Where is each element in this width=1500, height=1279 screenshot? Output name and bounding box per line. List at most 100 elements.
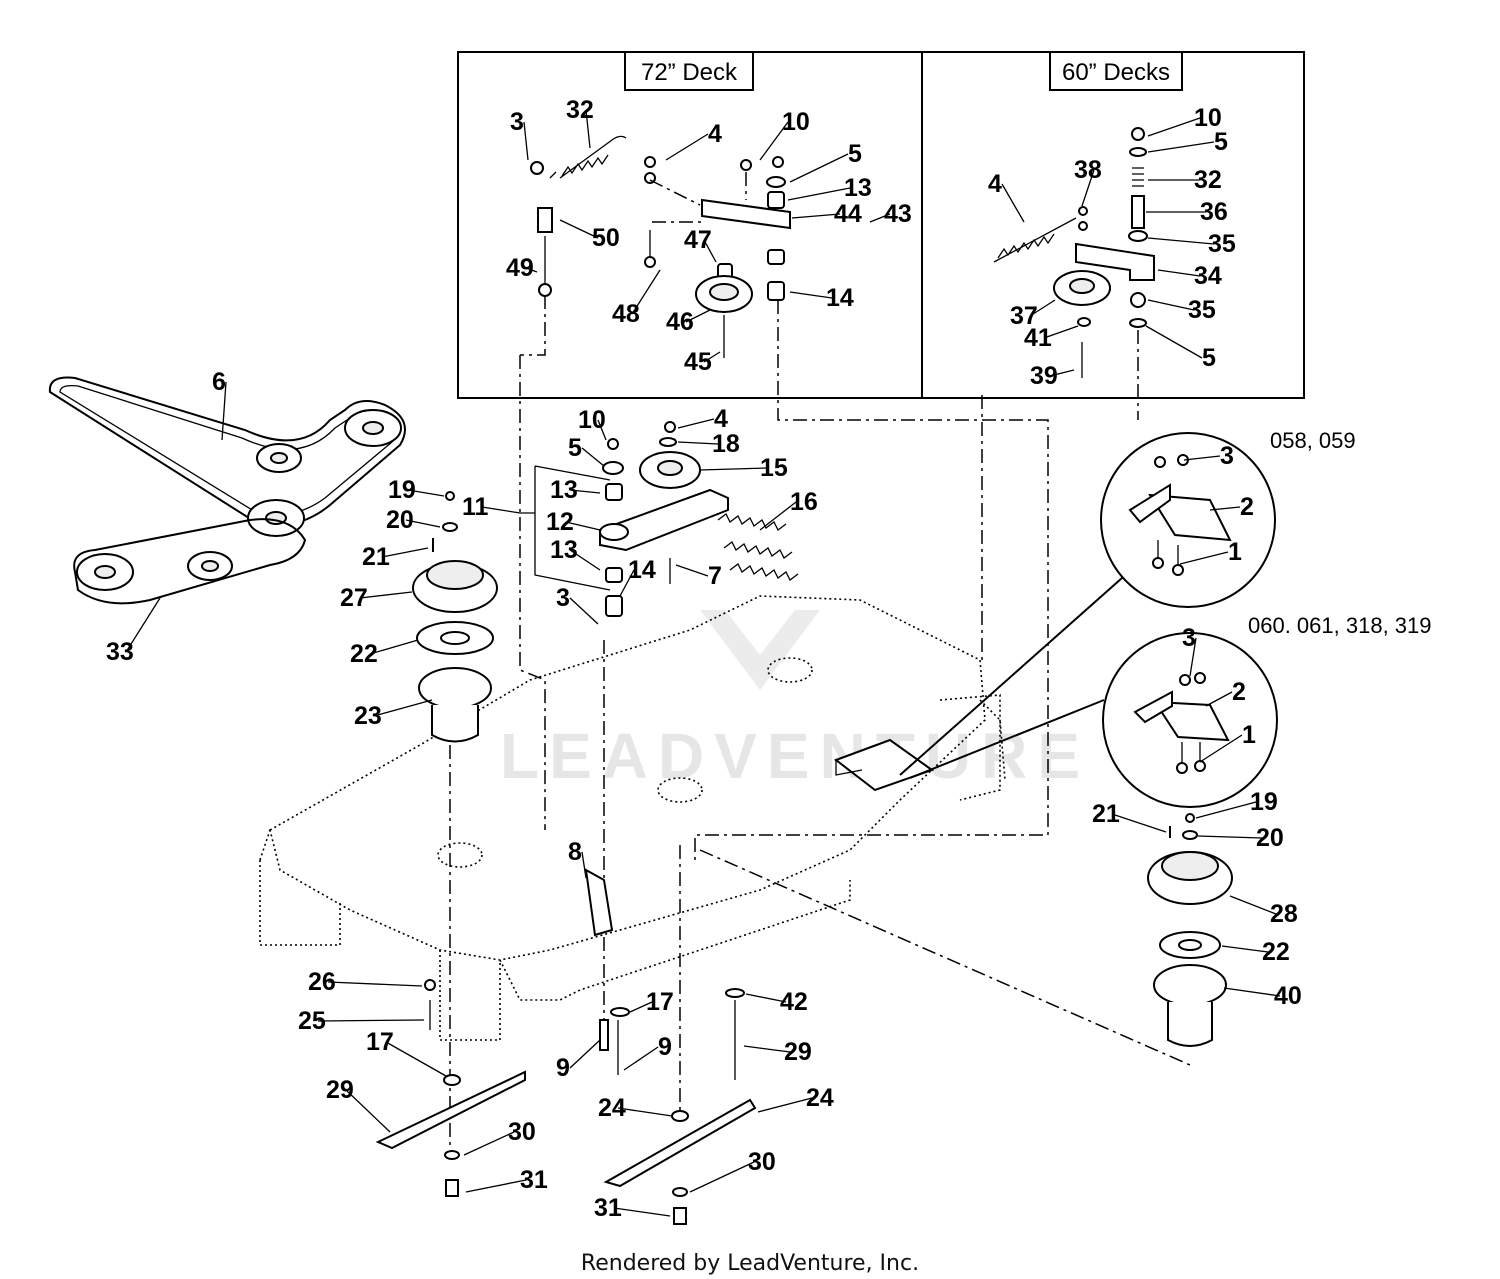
callout-12: 12 <box>546 508 574 536</box>
callout-leader <box>565 521 601 531</box>
callout-45: 45 <box>684 348 712 376</box>
callout-leader <box>1049 369 1075 377</box>
callout-36: 36 <box>1200 198 1228 226</box>
callout-5: 5 <box>1202 344 1216 372</box>
callout-leader <box>221 381 227 441</box>
callout-5: 5 <box>1214 128 1228 156</box>
callout-32: 32 <box>566 96 594 124</box>
callout-leader <box>699 467 767 471</box>
callout-leader <box>317 1019 425 1022</box>
callout-leader <box>1223 987 1281 997</box>
callout-21: 21 <box>362 543 390 571</box>
callout-leader <box>523 121 529 161</box>
inset-72-title: 72” Deck <box>641 59 738 86</box>
detail-b-label: 060. 061, 318, 319 <box>1248 613 1432 638</box>
callout-13: 13 <box>844 174 872 202</box>
callout-4: 4 <box>988 170 1002 198</box>
detail-a-label: 058, 059 <box>1270 428 1356 453</box>
callout-leader <box>569 549 601 571</box>
callout-leader <box>789 153 849 183</box>
callout-leader <box>787 187 851 201</box>
callout-leader <box>525 267 538 273</box>
callout-leader <box>759 501 797 531</box>
callout-42: 42 <box>780 988 808 1016</box>
callout-17: 17 <box>646 988 674 1016</box>
callout-18: 18 <box>712 430 740 458</box>
callout-leader <box>1199 734 1243 763</box>
callout-9: 9 <box>658 1033 672 1061</box>
callout-leader <box>685 309 711 323</box>
callout-leader <box>1147 141 1215 153</box>
callout-leader <box>1205 691 1233 707</box>
callout-leader <box>1043 325 1079 339</box>
callout-5: 5 <box>568 434 582 462</box>
callout-2: 2 <box>1240 493 1254 521</box>
watermark-text: LEADVENTURE <box>500 720 1090 792</box>
callout-leader <box>597 419 607 441</box>
footer-credit: Rendered by LeadVenture, Inc. <box>581 1251 919 1276</box>
callout-4: 4 <box>714 405 728 433</box>
callout-leader <box>675 564 709 577</box>
callout-13: 13 <box>550 476 578 504</box>
callout-leader <box>1145 325 1203 359</box>
callout-leader <box>1081 169 1095 207</box>
center-hardware <box>519 295 1191 1225</box>
callout-leader <box>1229 895 1277 915</box>
callout-leader <box>631 269 661 315</box>
callout-13: 13 <box>550 536 578 564</box>
callout-30: 30 <box>748 1148 776 1176</box>
callout-leader <box>689 1161 755 1193</box>
callout-5: 5 <box>848 140 862 168</box>
callout-leader <box>743 1045 791 1053</box>
callout-19: 19 <box>388 476 416 504</box>
callout-leader <box>619 569 635 597</box>
callout-10: 10 <box>578 406 606 434</box>
callout-14: 14 <box>628 556 656 584</box>
callout-3: 3 <box>556 584 570 612</box>
callout-26: 26 <box>308 968 336 996</box>
callout-leader <box>345 1089 391 1133</box>
leadventure-watermark: LEADVENTURE <box>500 610 1090 792</box>
callout-leader <box>1209 506 1241 511</box>
callout-3: 3 <box>1220 442 1234 470</box>
callout-leader <box>407 489 445 497</box>
callout-32: 32 <box>1194 166 1222 194</box>
callout-7: 7 <box>708 562 722 590</box>
callout-35: 35 <box>1208 230 1236 258</box>
right-spindle <box>1147 813 1233 1047</box>
callout-leader <box>1147 299 1195 311</box>
callout-48: 48 <box>612 300 640 328</box>
callout-38: 38 <box>1074 156 1102 184</box>
callout-1: 1 <box>1228 538 1242 566</box>
callout-leader <box>1001 183 1025 223</box>
callout-leader <box>385 1041 447 1077</box>
left-spindle <box>375 491 526 1197</box>
callout-leader <box>327 981 423 987</box>
callout-10: 10 <box>782 108 810 136</box>
callout-2: 2 <box>1232 678 1246 706</box>
deck-shell <box>259 595 1006 1041</box>
callout-29: 29 <box>784 1038 812 1066</box>
callout-17: 17 <box>366 1028 394 1056</box>
callout-leader <box>581 851 587 879</box>
callout-leader <box>569 489 601 494</box>
callout-44: 44 <box>834 200 862 228</box>
callout-leader <box>581 447 605 467</box>
belts <box>48 376 406 605</box>
callout-11: 11 <box>462 493 489 521</box>
inset-frame <box>457 51 1305 399</box>
callout-40: 40 <box>1274 982 1302 1010</box>
callout-leader <box>677 441 719 445</box>
callout-30: 30 <box>508 1118 536 1146</box>
callout-leader <box>1111 813 1167 833</box>
inset-60-title: 60” Decks <box>1062 59 1170 86</box>
callout-leader <box>1221 945 1269 953</box>
callout-leader <box>1029 299 1056 317</box>
callout-leader <box>559 219 599 239</box>
callout-20: 20 <box>1256 824 1284 852</box>
callout-22: 22 <box>350 640 378 668</box>
callout-leader <box>703 239 717 263</box>
callout-19: 19 <box>1250 788 1278 816</box>
callout-10: 10 <box>1194 104 1222 132</box>
callout-3: 3 <box>510 108 524 136</box>
